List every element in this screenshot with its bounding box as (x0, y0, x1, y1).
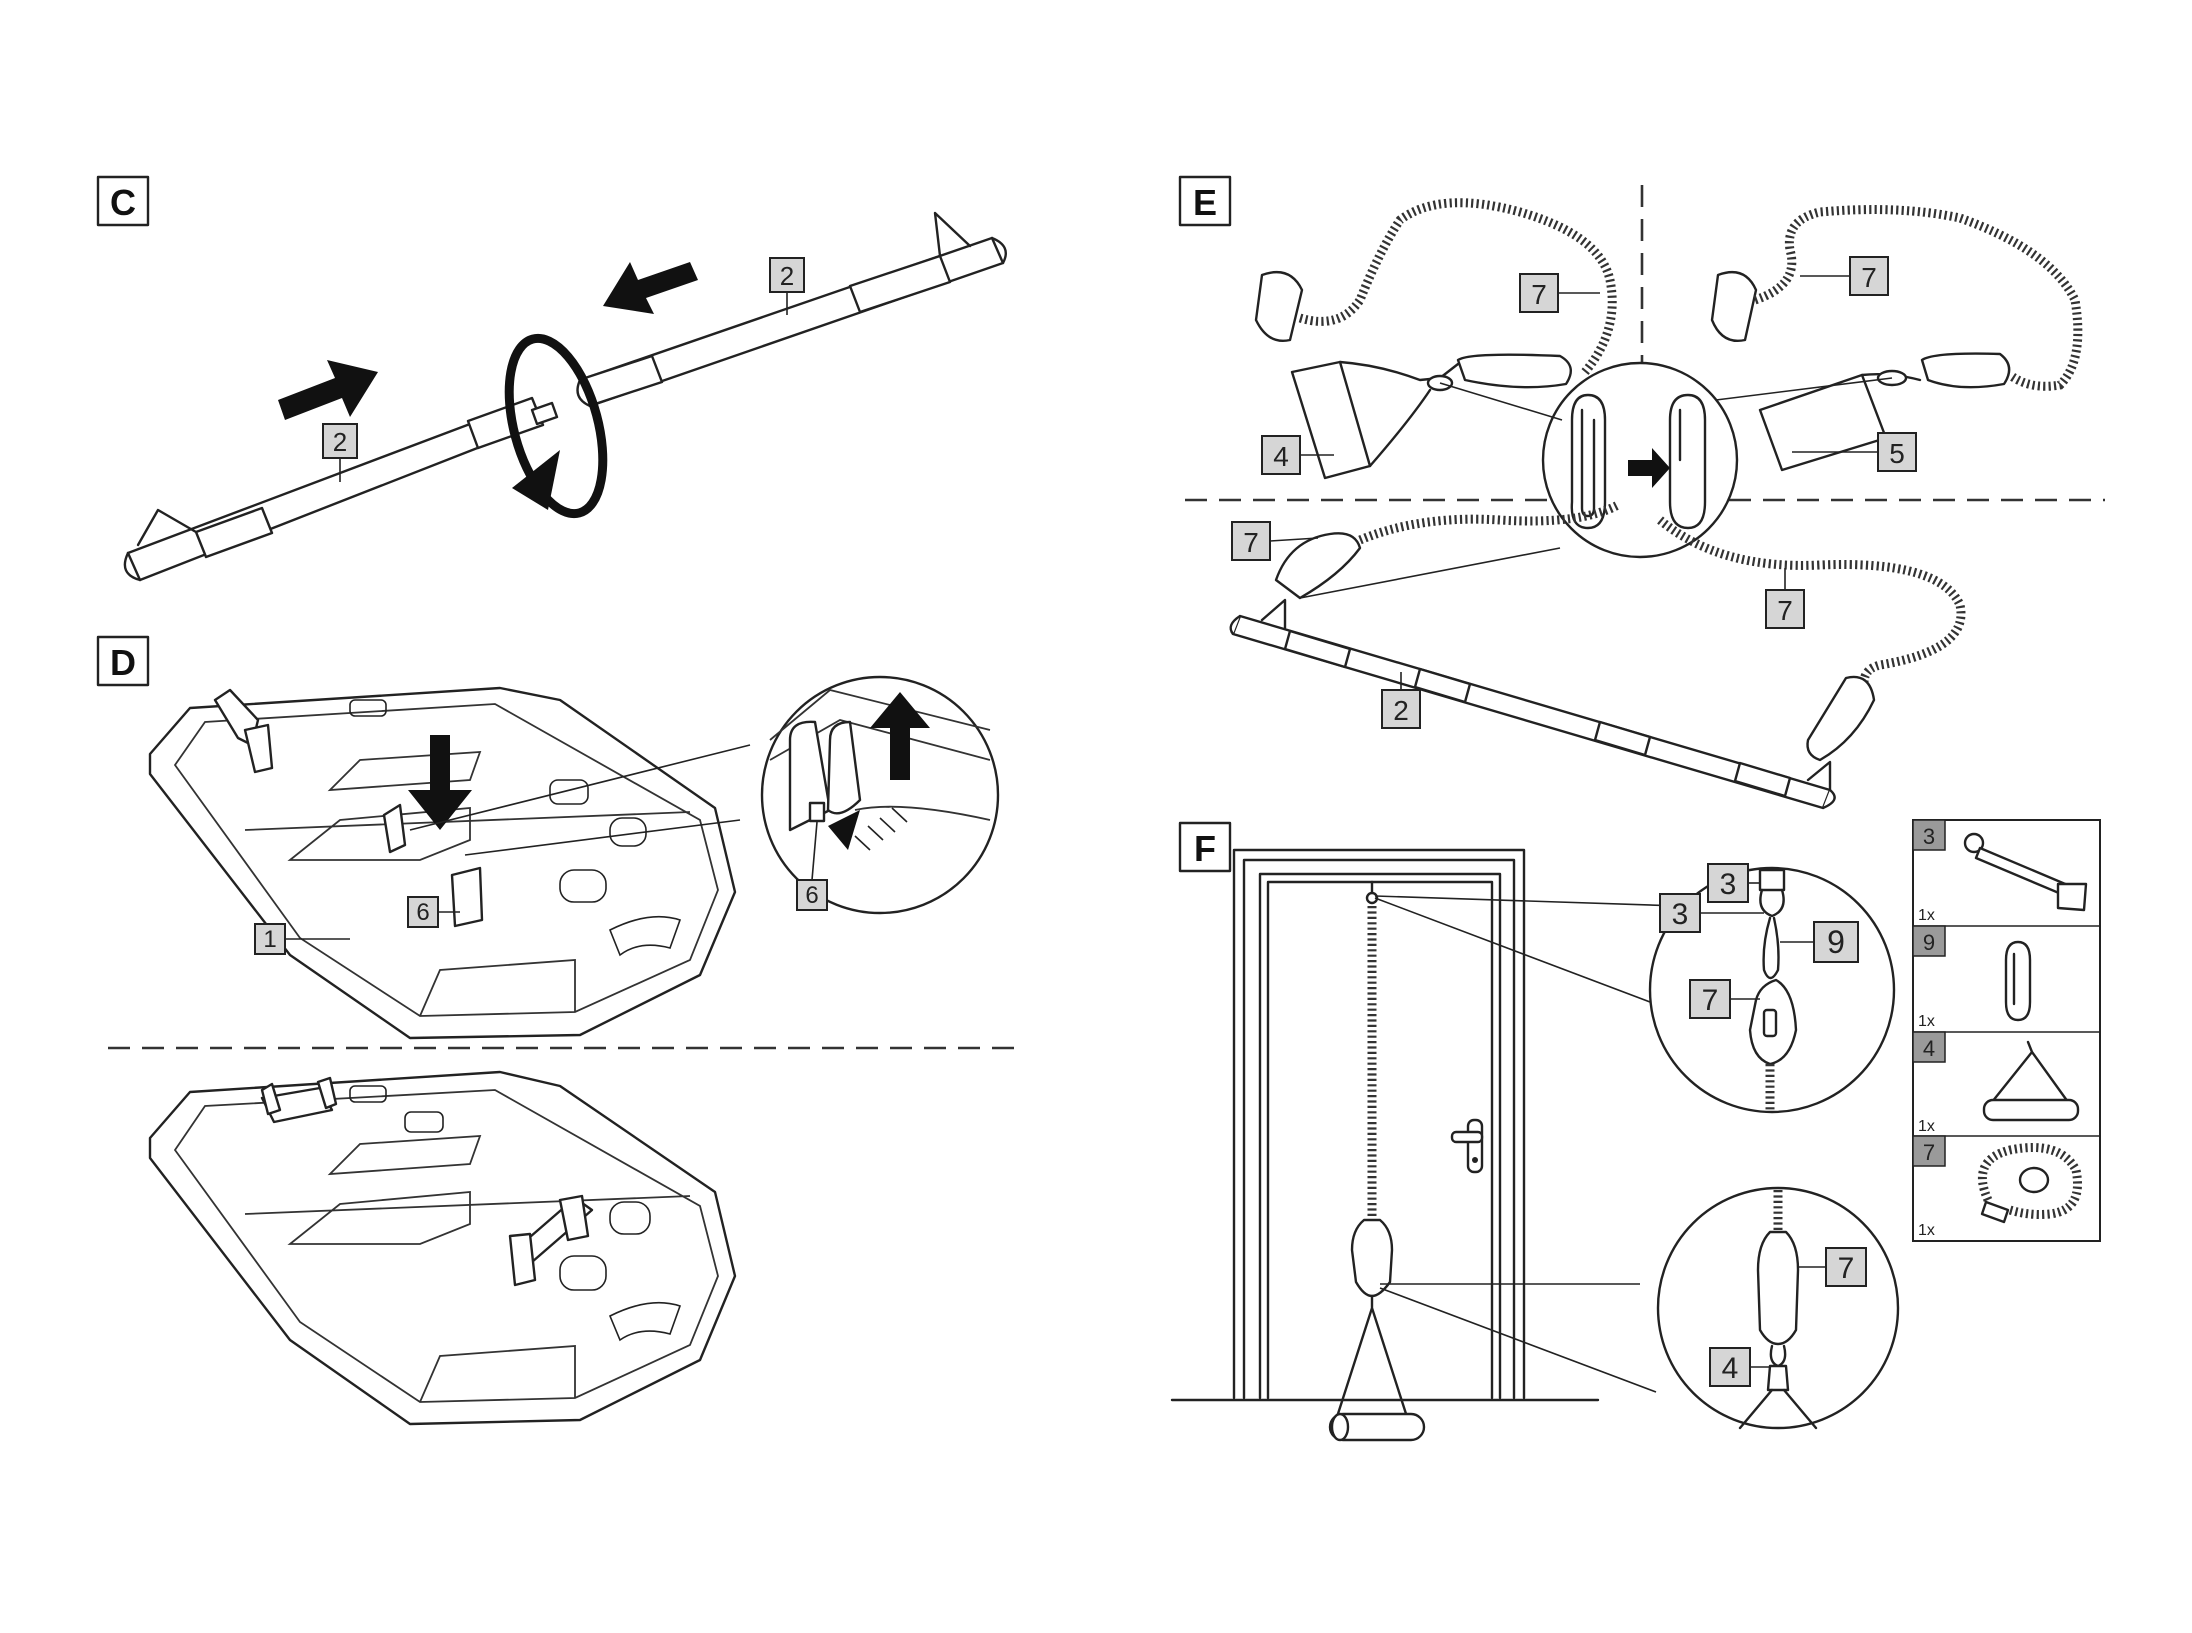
section-f-badge: F (1180, 823, 1230, 871)
svg-text:1x: 1x (1918, 1118, 1935, 1135)
section-e: E (1180, 177, 2105, 808)
svg-text:6: 6 (805, 882, 818, 909)
callout-e-cord-top-left: 7 (1520, 274, 1600, 312)
callout-e-cord-top-right: 7 (1800, 257, 1888, 295)
handle-top-left (1292, 362, 1452, 478)
svg-text:D: D (110, 642, 136, 683)
svg-text:4: 4 (1273, 441, 1289, 472)
section-c: C 2 (98, 177, 1006, 580)
svg-text:2: 2 (1393, 695, 1409, 726)
svg-text:1x: 1x (1918, 1222, 1935, 1239)
svg-text:7: 7 (1702, 984, 1719, 1017)
mat-with-handles-down (150, 1072, 735, 1424)
svg-text:E: E (1193, 182, 1217, 223)
section-c-badge: C (98, 177, 148, 225)
zoom-detail-handle (1380, 1188, 1898, 1428)
svg-text:3: 3 (1720, 868, 1737, 901)
section-d-badge: D (98, 637, 148, 685)
svg-text:3: 3 (1923, 824, 1935, 849)
svg-text:4: 4 (1923, 1036, 1935, 1061)
svg-text:5: 5 (1889, 438, 1905, 469)
push-right-arrow-icon (278, 360, 378, 420)
svg-text:7: 7 (1861, 262, 1877, 293)
svg-text:1x: 1x (1918, 907, 1935, 924)
section-d: D (98, 637, 1018, 1424)
parts-list: 3 1x 9 1x 4 1x (1913, 820, 2100, 1241)
door-cord-assembly (1330, 882, 1424, 1440)
svg-text:7: 7 (1923, 1140, 1935, 1165)
svg-text:F: F (1194, 828, 1216, 869)
svg-text:9: 9 (1827, 924, 1845, 960)
svg-text:7: 7 (1838, 1252, 1855, 1285)
svg-text:1x: 1x (1918, 1013, 1935, 1030)
svg-text:2: 2 (780, 261, 794, 291)
svg-text:7: 7 (1531, 279, 1547, 310)
svg-text:6: 6 (416, 899, 429, 926)
door-handle (1452, 1120, 1482, 1172)
bar-with-cords (1231, 600, 1835, 808)
cord-bottom-right (1660, 520, 1961, 760)
section-f: F (1172, 820, 2100, 1440)
section-e-badge: E (1180, 177, 1230, 225)
svg-text:C: C (110, 182, 136, 223)
svg-text:3: 3 (1672, 898, 1689, 931)
door-frame (1172, 850, 1598, 1400)
push-left-arrow-icon (603, 262, 698, 314)
rotate-ring-icon (492, 328, 620, 524)
cord-top-right (1712, 210, 2078, 388)
svg-text:9: 9 (1923, 930, 1935, 955)
svg-text:1: 1 (263, 926, 276, 953)
svg-text:7: 7 (1777, 595, 1793, 626)
svg-text:7: 7 (1243, 527, 1259, 558)
zoom-detail-door-anchor (1375, 868, 1894, 1112)
svg-text:4: 4 (1722, 1352, 1739, 1385)
svg-text:2: 2 (333, 427, 347, 457)
callout-e-cord-bottom-right: 7 (1766, 568, 1804, 628)
